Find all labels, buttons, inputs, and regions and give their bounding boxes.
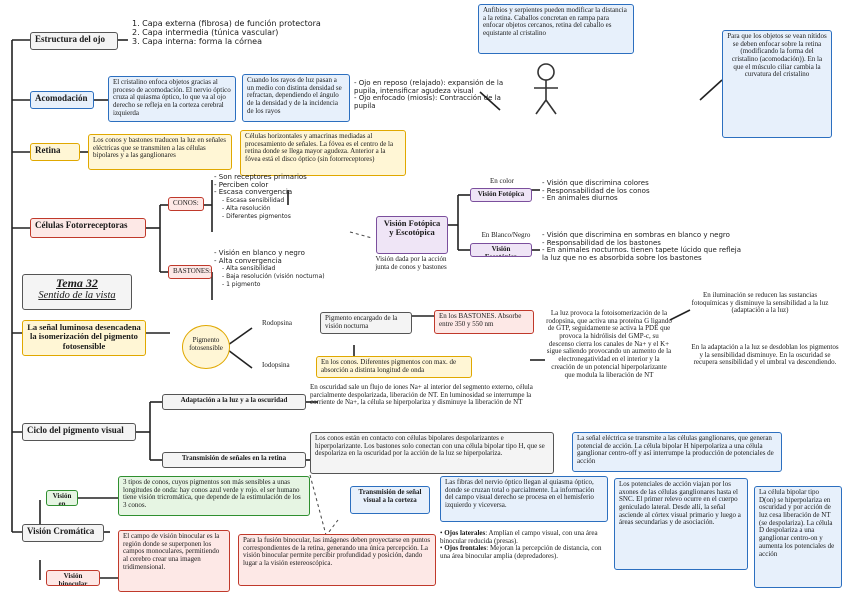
- acomodacion-refraccion-box: Cuando los rayos de luz pasan a un medio…: [242, 74, 350, 122]
- bastones-subitem: - 1 pigmento: [222, 280, 261, 288]
- tema-subtitle: Sentido de la vista: [38, 290, 116, 302]
- fibras-nervio-box: Las fibras del nervio óptico llegan al q…: [440, 476, 608, 522]
- estructura-list: 1. Capa externa (fibrosa) de función pro…: [132, 19, 322, 60]
- estructura-ojo-label: Estructura del ojo: [30, 32, 118, 50]
- ciclo-pigmento-label: Ciclo del pigmento visual: [22, 423, 136, 441]
- escotopica-list: - Visión que discrimina en sombras en bl…: [542, 231, 742, 274]
- bastones-item: - Visión en blanco y negro: [214, 249, 305, 257]
- fotopica-list: - Visión que discrimina colores - Respon…: [542, 179, 712, 212]
- conos-item: - Escasa convergencia: [214, 188, 293, 197]
- acomodacion-line: - Ojo en reposo (relajado): expansión de…: [354, 79, 504, 95]
- conos-bipolares-box: Los conos están en contacto con células …: [310, 432, 554, 474]
- fotopica-header: En color: [490, 177, 514, 185]
- oscuridad-note: En oscuridad sale un flujo de iones Na+ …: [310, 383, 533, 407]
- bastones-list: - Visión en blanco y negro - Alta conver…: [214, 249, 344, 306]
- retina-conos-box: Los conos y bastones traducen la luz en …: [88, 134, 232, 170]
- adaptacion-luz-note: En la adaptación a la luz se desdoblan l…: [691, 343, 839, 367]
- vision-color-label: Visión en color: [46, 490, 78, 506]
- ojos-laterales-item: • Ojos laterales: Amplían el campo visua…: [440, 529, 598, 545]
- escotopica-header: En Blanco/Negro: [481, 231, 531, 239]
- objetos-nitidos-note: Para que los objetos se vean nítidos se …: [722, 30, 832, 138]
- vision-junta-note: Visión dada por la acción junta de conos…: [375, 255, 447, 271]
- estructura-item: 3. Capa interna: forma la córnea: [132, 36, 262, 46]
- conos-subitem: - Alta resolución: [222, 204, 271, 212]
- fotoisomerizacion-note: La luz provoca la fotoisomerización de l…: [546, 309, 672, 379]
- conos-subitem: - Escasa sensibilidad: [222, 197, 285, 205]
- ojos-laterales-text: : Amplían el campo visual, con una área …: [440, 529, 598, 545]
- vision-cromatica-label: Visión Cromática: [22, 524, 104, 542]
- acomodacion-cristalino-box: El cristalino enfoca objetos gracias al …: [108, 76, 236, 122]
- ojos-list: • Ojos laterales: Amplían el campo visua…: [440, 529, 610, 586]
- retina-label: Retina: [30, 143, 80, 161]
- pigmento-nocturno-box: Pigmento encargado de la visión nocturna: [320, 312, 412, 334]
- bastones-item: - Alta convergencia: [214, 256, 282, 265]
- tema-box: Tema 32 Sentido de la vista: [22, 274, 132, 310]
- retina-horizontales-box: Células horizontales y amacrinas mediada…: [240, 130, 406, 176]
- bastones-absorcion-box: En los BASTONES. Absorbe entre 350 y 550…: [434, 310, 534, 334]
- bipolar-d-box: La célula bipolar tipo D(on) se hiperpol…: [754, 486, 842, 588]
- tema-title: Tema 32: [56, 276, 98, 290]
- conos-label: CONOS:: [168, 197, 204, 211]
- potenciales-accion-box: Los potenciales de acción viajan por los…: [614, 478, 748, 570]
- anfibios-note: Anfibios y serpientes pueden modificar l…: [478, 4, 634, 54]
- transmision-senales-retina-label: Transmisión de señales en la retina: [162, 452, 306, 468]
- fotopica-item: - Visión que discrimina colores: [542, 179, 649, 187]
- ojos-frontales-text: : Mejoran la percepción de distancia, co…: [440, 544, 602, 561]
- conos-absorcion-box: En los conos. Diferentes pigmentos con m…: [316, 356, 472, 378]
- fotopica-item: - En animales diurnos: [542, 194, 618, 203]
- escotopica-item: - Visión que discrimina en sombras en bl…: [542, 231, 730, 239]
- escotopica-item: - En animales nocturnos. tienen tapete l…: [542, 246, 742, 263]
- bastones-subitem: - Alta sensibilidad: [222, 265, 276, 273]
- acomodacion-label: Acomodación: [30, 91, 94, 109]
- iluminacion-note: En iluminación se reducen las sustancias…: [691, 291, 829, 315]
- adaptacion-luz-oscuridad-label: Adaptación a la luz y a la oscuridad: [162, 394, 306, 410]
- senal-electrica-box: La señal eléctrica se transmite a las cé…: [572, 432, 782, 472]
- estructura-item: 2. Capa intermedia (túnica vascular): [132, 27, 279, 37]
- tres-tipos-conos-box: 3 tipos de conos, cuyos pigmentos son má…: [118, 476, 310, 516]
- iodopsina-label: Iodopsina: [262, 361, 290, 369]
- ojos-frontales-label: Ojos frontales: [444, 544, 487, 553]
- conos-list: - Son receptores primarios - Perciben co…: [214, 173, 344, 240]
- vision-fotopica-label: Visión Fotópica: [470, 188, 532, 202]
- rodopsina-label: Rodopsina: [262, 319, 292, 327]
- pigmento-fotosensible-label: Pigmento fotosensible: [182, 325, 230, 369]
- fotopica-item: - Responsabilidad de los conos: [542, 186, 650, 195]
- fusion-binocular-box: Para la fusión binocular, las imágenes d…: [238, 534, 436, 586]
- senal-luminosa-label: La señal luminosa desencadena la isomeri…: [22, 320, 146, 356]
- campo-binocular-box: El campo de visión binocular es la regió…: [118, 530, 230, 592]
- acomodacion-pupila: - Ojo en reposo (relajado): expansión de…: [354, 79, 524, 114]
- conos-item: - Perciben color: [214, 180, 269, 189]
- bastones-label: BASTONES:: [168, 265, 212, 279]
- vision-binocular-label: Visión binocular: [46, 570, 100, 586]
- acomodacion-line: - Ojo enfocado (miosis): Contracción de …: [354, 94, 501, 111]
- escotopica-item: - Responsabilidad de los bastones: [542, 238, 661, 247]
- celulas-fotorreceptoras-label: Células Fotorreceptoras: [30, 218, 146, 238]
- ojos-frontales-item: • Ojos frontales: Mejoran la percepción …: [440, 544, 602, 561]
- conos-item: - Son receptores primarios: [214, 173, 307, 181]
- conos-subitem: - Diferentes pigmentos: [222, 212, 291, 220]
- estructura-item: 1. Capa externa (fibrosa) de función pro…: [132, 19, 321, 28]
- ojos-laterales-label: Ojos laterales: [444, 529, 486, 537]
- bastones-subitem: - Baja resolución (visión nocturna): [222, 273, 325, 281]
- transmision-corteza-label: Transmisión de señal visual a la corteza: [350, 486, 430, 514]
- vision-escotopica-label: Visión Escotópica: [470, 243, 532, 257]
- vision-fotopica-escotopica-label: Visión Fotópica y Escotópica: [376, 216, 448, 254]
